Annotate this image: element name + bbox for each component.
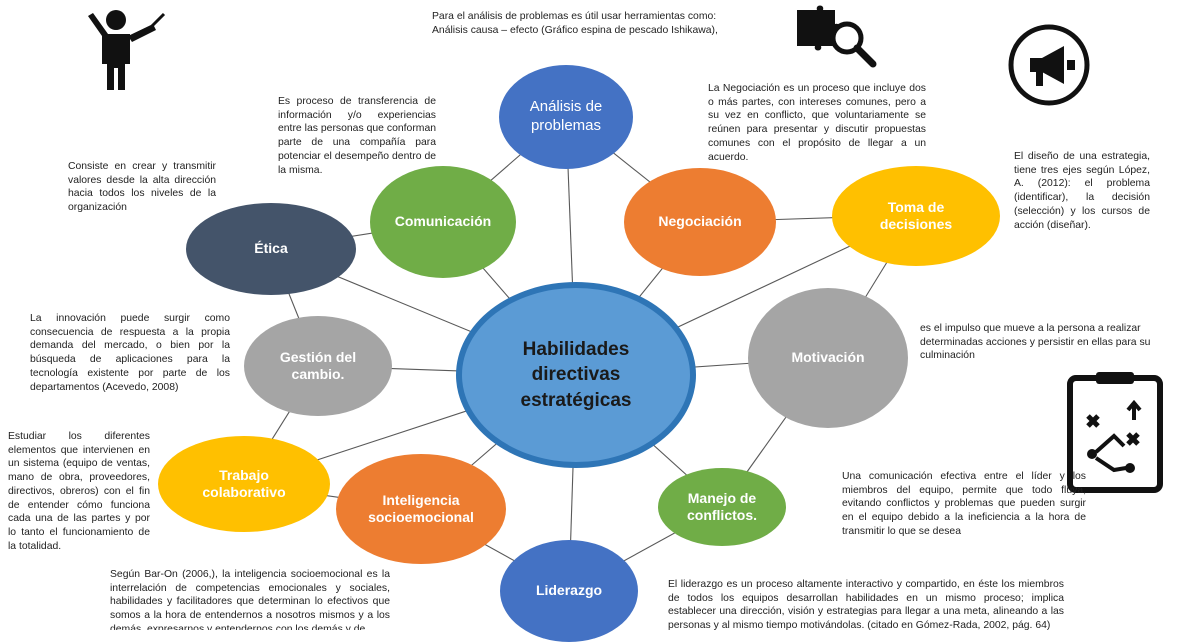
node-etica: Ética <box>186 203 356 295</box>
megaphone-icon <box>1008 24 1090 106</box>
description-cambio: La innovación puede surgir como consecue… <box>30 313 230 393</box>
description-etica: Consiste en crear y transmitir valores d… <box>68 161 216 214</box>
central-topic: Habilidades directivas estratégicas <box>456 282 696 468</box>
node-toma: Toma de decisiones <box>832 166 1000 266</box>
description-comunicacion: Es proceso de transferencia de informaci… <box>278 96 436 176</box>
node-conflictos: Manejo de conflictos. <box>658 468 786 546</box>
presenter-icon <box>88 10 166 90</box>
description-motivacion: es el impulso que mueve a la persona a r… <box>920 323 1151 362</box>
node-liderazgo: Liderazgo <box>500 540 638 642</box>
description-toma: El diseño de una estrategia, tiene tres … <box>1014 151 1150 231</box>
description-negociacion: La Negociación es un proceso que incluye… <box>708 83 926 163</box>
node-comunicacion: Comunicación <box>370 166 516 278</box>
description-inteligencia: Según Bar-On (2006,), la inteligencia so… <box>110 569 390 630</box>
description-liderazgo: El liderazgo es un proceso altamente int… <box>668 579 1064 632</box>
node-motivacion: Motivación <box>748 288 908 428</box>
strategy-board-icon <box>1067 372 1163 493</box>
description-analisis: Para el análisis de problemas es útil us… <box>432 11 718 36</box>
node-cambio: Gestión del cambio. <box>244 316 392 416</box>
description-conflictos: Una comunicación efectiva entre el líder… <box>842 471 1086 537</box>
puzzle-search-icon <box>797 5 877 68</box>
node-analisis: Análisis de problemas <box>499 65 633 169</box>
node-trabajo: Trabajo colaborativo <box>158 436 330 532</box>
node-inteligencia: Inteligencia socioemocional <box>336 454 506 564</box>
description-trabajo: Estudiar los diferentes elementos que in… <box>8 431 150 552</box>
node-negociacion: Negociación <box>624 168 776 276</box>
